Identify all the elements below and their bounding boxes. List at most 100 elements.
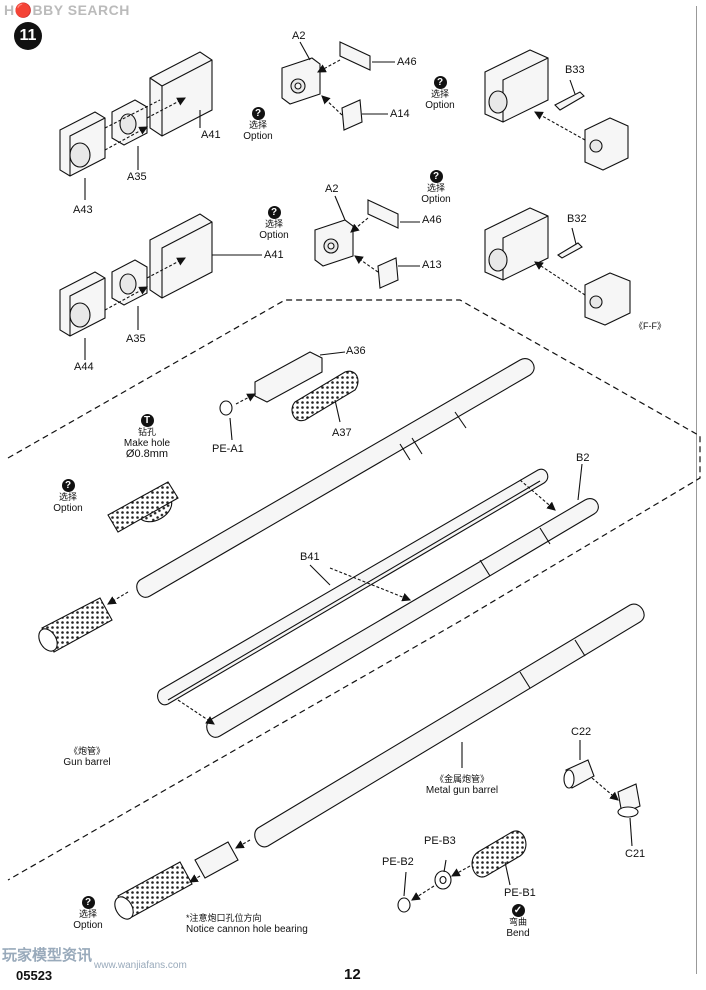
part-a37 bbox=[291, 370, 359, 422]
drill-muzzle-sample bbox=[107, 481, 179, 533]
option-zh: 选择 bbox=[430, 89, 449, 99]
bend-note: ✓ 弯曲 Bend bbox=[488, 904, 548, 939]
label-a43: A43 bbox=[73, 204, 93, 216]
part-pe-b2 bbox=[397, 897, 411, 913]
option-zh: 选择 bbox=[248, 120, 267, 130]
part-b32 bbox=[557, 242, 583, 259]
muzzle-sleeve-parts bbox=[219, 351, 359, 441]
gun-barrel-zh: 《炮管》 bbox=[68, 746, 105, 756]
make-hole-note: T 钻孔 Make hole Ø0.8mm bbox=[112, 414, 182, 460]
make-hole-zh: 钻孔 bbox=[137, 427, 156, 437]
notice-caption: *注意炮口孔位方向 Notice cannon hole bearing bbox=[186, 912, 308, 936]
option-en: Option bbox=[53, 503, 83, 514]
question-icon: ? bbox=[61, 479, 75, 492]
gun-barrel-caption: 《炮管》 Gun barrel bbox=[52, 746, 122, 768]
bend-en: Bend bbox=[506, 928, 530, 939]
question-icon: ? bbox=[433, 76, 447, 89]
part-a41-lower bbox=[149, 213, 213, 299]
label-b41: B41 bbox=[300, 551, 320, 563]
label-ff: 《F-F》 bbox=[634, 321, 666, 331]
part-a46-mid bbox=[367, 199, 399, 229]
option-en: Option bbox=[73, 920, 103, 931]
label-a41-upper: A41 bbox=[201, 129, 221, 141]
metal-barrel-halves bbox=[157, 463, 599, 738]
label-pe-b3: PE-B3 bbox=[424, 835, 456, 847]
part-a41-upper bbox=[149, 51, 213, 137]
metal-gun-barrel-zh: 《金属炮管》 bbox=[434, 774, 489, 784]
footer-page-number: 12 bbox=[344, 966, 361, 983]
option-zh: 选择 bbox=[426, 183, 445, 193]
c22-c21-parts bbox=[563, 740, 641, 847]
option-note-4: ? 选择 Option bbox=[406, 170, 466, 205]
footer-product-code: 05523 bbox=[16, 968, 53, 983]
part-a14 bbox=[341, 99, 363, 131]
option-note-5: ? 选择 Option bbox=[38, 479, 98, 514]
make-hole-size: Ø0.8mm bbox=[125, 448, 169, 460]
option-note-6: ? 选择 Option bbox=[58, 896, 118, 931]
notice-en: Notice cannon hole bearing bbox=[186, 924, 308, 935]
option-en: Option bbox=[259, 230, 289, 241]
option-note-2: ? 选择 Option bbox=[410, 76, 470, 111]
option-zh: 选择 bbox=[58, 492, 77, 502]
part-b33 bbox=[554, 91, 585, 111]
label-c21: C21 bbox=[625, 848, 646, 860]
label-a44: A44 bbox=[74, 361, 94, 373]
label-a35-lower: A35 bbox=[126, 333, 146, 345]
drill-icon: T bbox=[140, 414, 154, 427]
watermark-bottom: 玩家模型资讯 bbox=[2, 947, 93, 964]
photo-etch-parts bbox=[397, 830, 527, 913]
question-icon: ? bbox=[251, 107, 265, 120]
part-a46-top bbox=[339, 41, 371, 71]
option-zh: 选择 bbox=[78, 909, 97, 919]
notice-zh: *注意炮口孔位方向 bbox=[186, 913, 262, 923]
option-note-1: ? 选择 Option bbox=[228, 107, 288, 142]
question-icon: ? bbox=[429, 170, 443, 183]
label-a2-mid: A2 bbox=[325, 183, 339, 195]
gun-barrel-upper bbox=[38, 358, 535, 653]
plate-assembly-top bbox=[281, 41, 395, 131]
question-icon: ? bbox=[81, 896, 95, 909]
label-a35-upper: A35 bbox=[127, 171, 147, 183]
metal-gun-barrel-en: Metal gun barrel bbox=[425, 785, 499, 796]
label-a46-top: A46 bbox=[397, 56, 417, 68]
option-en: Option bbox=[421, 194, 451, 205]
option-zh: 选择 bbox=[264, 219, 283, 229]
bend-check-icon: ✓ bbox=[511, 904, 525, 917]
label-a36: A36 bbox=[346, 345, 366, 357]
part-b2 bbox=[206, 498, 599, 738]
label-a13: A13 bbox=[422, 259, 442, 271]
label-c22: C22 bbox=[571, 726, 592, 738]
bracket-assembly-lower bbox=[59, 213, 262, 360]
bracket-assembly-upper bbox=[59, 51, 213, 200]
label-a2-top: A2 bbox=[292, 30, 306, 42]
part-pe-b1 bbox=[471, 830, 527, 878]
part-a13 bbox=[377, 257, 399, 289]
label-b33: B33 bbox=[565, 64, 585, 76]
option-en: Option bbox=[243, 131, 273, 142]
option-en: Option bbox=[425, 100, 455, 111]
page-border bbox=[6, 6, 697, 974]
label-pe-b2: PE-B2 bbox=[382, 856, 414, 868]
label-b32: B32 bbox=[567, 213, 587, 225]
metal-gun-barrel-caption: 《金属炮管》 Metal gun barrel bbox=[412, 774, 512, 796]
bend-zh: 弯曲 bbox=[508, 917, 527, 927]
watermark-url: www.wanjiafans.com bbox=[94, 960, 187, 971]
option-note-3: ? 选择 Option bbox=[244, 206, 304, 241]
gun-barrel-lower bbox=[114, 603, 645, 920]
label-pe-b1: PE-B1 bbox=[504, 887, 536, 899]
part-c21 bbox=[617, 783, 641, 815]
make-hole-en: Make hole bbox=[123, 438, 171, 449]
question-icon: ? bbox=[267, 206, 281, 219]
watermark-logo: H🔴BBY SEARCH bbox=[4, 2, 130, 18]
label-pe-a1: PE-A1 bbox=[212, 443, 244, 455]
gun-barrel-en: Gun barrel bbox=[63, 757, 111, 768]
bracket-assembly-b33 bbox=[484, 49, 629, 171]
bracket-assembly-b32 bbox=[484, 207, 631, 326]
label-a14: A14 bbox=[390, 108, 410, 120]
label-b2: B2 bbox=[576, 452, 590, 464]
step-number-badge: 11 bbox=[14, 22, 42, 50]
plate-assembly-middle bbox=[314, 195, 420, 289]
label-a37: A37 bbox=[332, 427, 352, 439]
label-a41-lower: A41 bbox=[264, 249, 284, 261]
